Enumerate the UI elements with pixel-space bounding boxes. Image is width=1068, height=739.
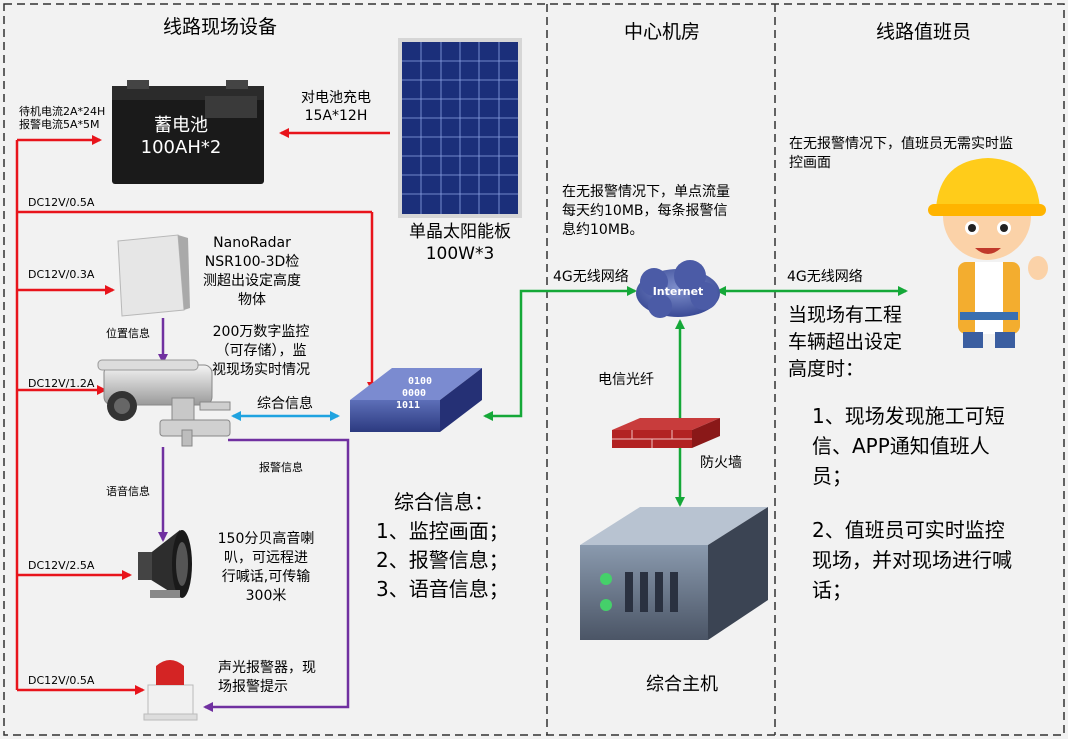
solar-panel-icon	[398, 38, 522, 218]
speaker-desc-1: 150分贝高音喇	[217, 531, 315, 547]
radar-desc-3: 测超出设定高度	[203, 273, 301, 289]
combined-info-item-2: 2、报警信息；	[376, 548, 509, 572]
radar-desc-1: NanoRadar	[213, 235, 291, 251]
server-icon	[580, 507, 768, 640]
data-lines	[483, 286, 908, 507]
traffic-note-2: 每天约10MB，每条报警信	[562, 203, 728, 219]
duty-action-2-line-3: 话；	[812, 578, 852, 602]
duty-note-2: 控画面	[789, 155, 831, 171]
duty-action-2-line-2: 现场，并对现场进行喊	[812, 548, 1012, 572]
duty-action-1-line-3: 员；	[812, 464, 852, 488]
battery-name: 蓄电池	[154, 115, 208, 136]
power-lines	[15, 128, 390, 695]
worker-icon	[928, 158, 1048, 348]
signal-lines	[158, 318, 350, 712]
duty-action-2-line-1: 2、值班员可实时监控	[812, 518, 1005, 542]
radar-desc-4: 物体	[238, 292, 266, 308]
power-label-4: DC12V/2.5A	[28, 559, 95, 572]
switch-binary-2: 0000	[401, 388, 427, 399]
battery-icon	[112, 80, 264, 184]
firewall-icon	[612, 418, 720, 448]
internet-cloud-icon	[636, 260, 720, 318]
switch-binary-1: 0100	[407, 376, 433, 387]
traffic-note-1: 在无报警情况下，单点流量	[562, 184, 730, 200]
power-label-5: DC12V/0.5A	[28, 674, 95, 687]
section-title-center: 中心机房	[624, 21, 701, 43]
switch-icon	[350, 368, 482, 432]
battery-spec: 100AH*2	[140, 137, 222, 158]
fiber-label: 电信光纤	[598, 372, 654, 388]
battery-standby-current: 待机电流2A*24H	[19, 105, 106, 118]
combined-info-title: 综合信息：	[394, 490, 494, 514]
duty-action-1-line-2: 信、APP通知值班人	[812, 434, 990, 458]
position-info-label: 位置信息	[106, 327, 150, 340]
speaker-desc-3: 行喊话,可传输	[221, 569, 311, 585]
duty-trigger-1: 当现场有工程	[788, 304, 903, 326]
camera-desc-1: 200万数字监控	[212, 324, 310, 340]
combined-info-item-1: 1、监控画面；	[376, 519, 509, 543]
speaker-icon	[138, 530, 192, 598]
radar-icon	[117, 234, 190, 317]
battery-alarm-current: 报警电流5A*5M	[19, 118, 100, 131]
section-title-duty: 线路值班员	[876, 21, 972, 43]
solar-name: 单晶太阳能板	[409, 222, 511, 242]
duty-trigger-2: 车辆超出设定	[788, 331, 903, 353]
4g-network-label-left: 4G无线网络	[553, 269, 629, 285]
siren-desc-1: 声光报警器，现	[218, 660, 316, 676]
alarm-info-label: 报警信息	[259, 461, 303, 474]
radar-desc-2: NSR100-3D检	[204, 254, 300, 270]
solar-spec: 100W*3	[425, 244, 495, 264]
charge-label-2: 15A*12H	[304, 108, 368, 124]
power-label-1: DC12V/0.5A	[28, 196, 95, 209]
section-title-field: 线路现场设备	[163, 16, 278, 38]
camera-desc-3: 视现场实时情况	[212, 362, 310, 378]
siren-icon	[143, 660, 198, 721]
speaker-desc-4: 300米	[245, 588, 287, 604]
combined-info-item-3: 3、语音信息；	[376, 577, 509, 601]
siren-desc-2: 场报警提示	[218, 679, 288, 695]
speaker-desc-2: 叭，可远程进	[224, 550, 308, 566]
power-label-2: DC12V/0.3A	[28, 268, 95, 281]
4g-network-label-right: 4G无线网络	[787, 269, 863, 285]
camera-desc-2: （可存储），监	[215, 343, 307, 359]
outer-frame	[3, 3, 1065, 736]
duty-trigger-3: 高度时：	[788, 358, 865, 380]
duty-action-1-line-1: 1、现场发现施工可短	[812, 404, 1005, 428]
camera-icon	[97, 359, 231, 447]
host-name: 综合主机	[646, 674, 718, 695]
combined-info-label: 综合信息	[257, 396, 313, 412]
firewall-label: 防火墙	[700, 455, 742, 471]
internet-label: Internet	[652, 285, 704, 298]
traffic-note-3: 息约10MB。	[562, 222, 644, 238]
power-label-3: DC12V/1.2A	[28, 377, 95, 390]
switch-binary-3: 1011	[395, 400, 421, 411]
voice-info-label: 语音信息	[106, 485, 150, 498]
duty-note-1: 在无报警情况下，值班员无需实时监	[789, 136, 1013, 152]
charge-label-1: 对电池充电	[301, 90, 371, 106]
